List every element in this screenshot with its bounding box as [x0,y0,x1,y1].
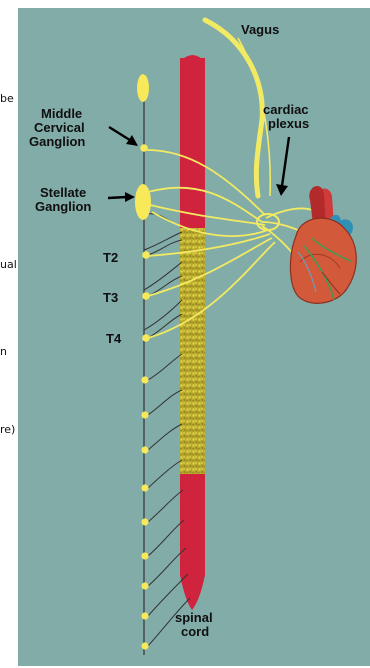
t4-label: T4 [106,332,121,346]
heart-illustration [290,186,356,303]
spinal-cord-thoracic [180,228,205,476]
vagus-nerve [205,20,262,196]
cardiac-plexus-label-line1: cardiac [263,103,309,117]
middle-cervical-ganglion [140,144,148,152]
spinal-cord-lower [180,474,205,610]
heart-body [290,218,356,303]
spinal-cord-top [180,55,205,62]
chain-ganglia [141,251,149,649]
cropped-text-fragment: ual [0,258,17,271]
cropped-text-fragment: n [0,345,7,358]
spinal-cord-label-line1: spinal [175,611,213,625]
t2-label: T2 [103,251,118,265]
spinal-cord-upper [180,58,205,230]
middle-cervical-label-line1: Middle [41,107,82,121]
t3-label: T3 [103,291,118,305]
cropped-text-fragment: be [0,92,14,105]
superior-cervical-ganglion [137,74,149,102]
cropped-text-fragment: re) [0,423,15,436]
middle-cervical-label-line2: Cervical [34,121,85,135]
vagus-label: Vagus [241,23,279,37]
middle-cervical-label-line3: Ganglion [29,135,85,149]
cardiac-plexus-label-line2: plexus [268,117,309,131]
spinal-cord-label-line2: cord [181,625,209,639]
stellate-label-line2: Ganglion [35,200,91,214]
stellate-label-line1: Stellate [40,186,86,200]
ventral-rami [144,232,182,330]
stellate-ganglion [135,184,151,220]
diagram-panel: Vagus cardiac plexus Middle Cervical Gan… [18,8,370,666]
